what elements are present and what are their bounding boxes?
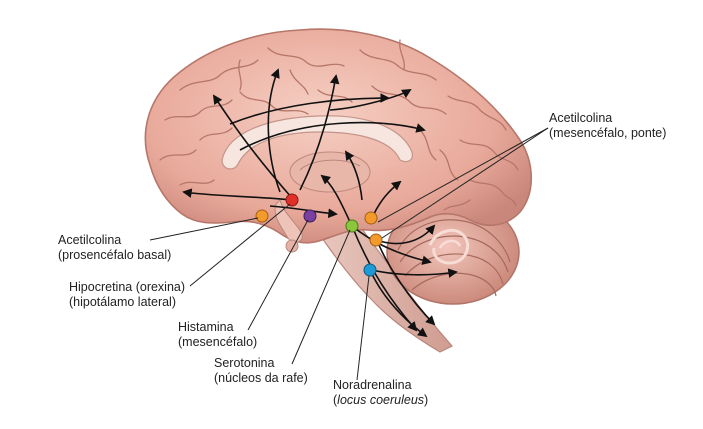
label-serotonina: Serotonina (núcleos da rafe) [214, 356, 308, 386]
histamina-dot [303, 209, 317, 223]
paren-close: ) [424, 393, 429, 407]
label-line: Acetilcolina [58, 233, 122, 247]
label-line: Acetilcolina [549, 111, 613, 125]
label-histamina: Histamina (mesencéfalo) [178, 320, 257, 350]
corpus-callosum [221, 115, 413, 170]
hipocretina-dot [285, 193, 299, 207]
paren-open: ( [333, 393, 338, 407]
label-line: (prosencéfalo basal) [58, 248, 172, 262]
cortex [144, 28, 533, 244]
label-line: (hipotálamo lateral) [69, 295, 176, 309]
label-line: Serotonina [214, 356, 275, 370]
ach-ponte-dot-2 [369, 233, 383, 247]
label-noradrenalina: Noradrenalina (locus coeruleus) [333, 378, 428, 408]
ach-basal-dot [255, 209, 269, 223]
label-acetilcolina-basal: Acetilcolina (prosencéfalo basal) [58, 233, 171, 263]
pathways [182, 68, 458, 338]
label-acetilcolina-ponte: Acetilcolina (mesencéfalo, ponte) [549, 111, 666, 141]
label-line: (locus coeruleus) [333, 393, 428, 408]
serotonina-dot [345, 219, 359, 233]
label-hipocretina: Hipocretina (orexina) (hipotálamo latera… [69, 280, 185, 310]
label-line: (mesencéfalo, ponte) [549, 126, 667, 140]
leader-lines [149, 127, 549, 381]
label-line: Histamina [178, 320, 234, 334]
noradrenalina-dot [363, 263, 377, 277]
label-line: Noradrenalina [333, 378, 412, 392]
label-line: Hipocretina (orexina) [69, 280, 186, 294]
italic-text: locus coeruleus [337, 393, 425, 407]
label-line: (núcleos da rafe) [214, 371, 308, 385]
label-line: (mesencéfalo) [178, 335, 258, 349]
gyri [159, 39, 519, 211]
ach-ponte-dot-1 [364, 211, 378, 225]
